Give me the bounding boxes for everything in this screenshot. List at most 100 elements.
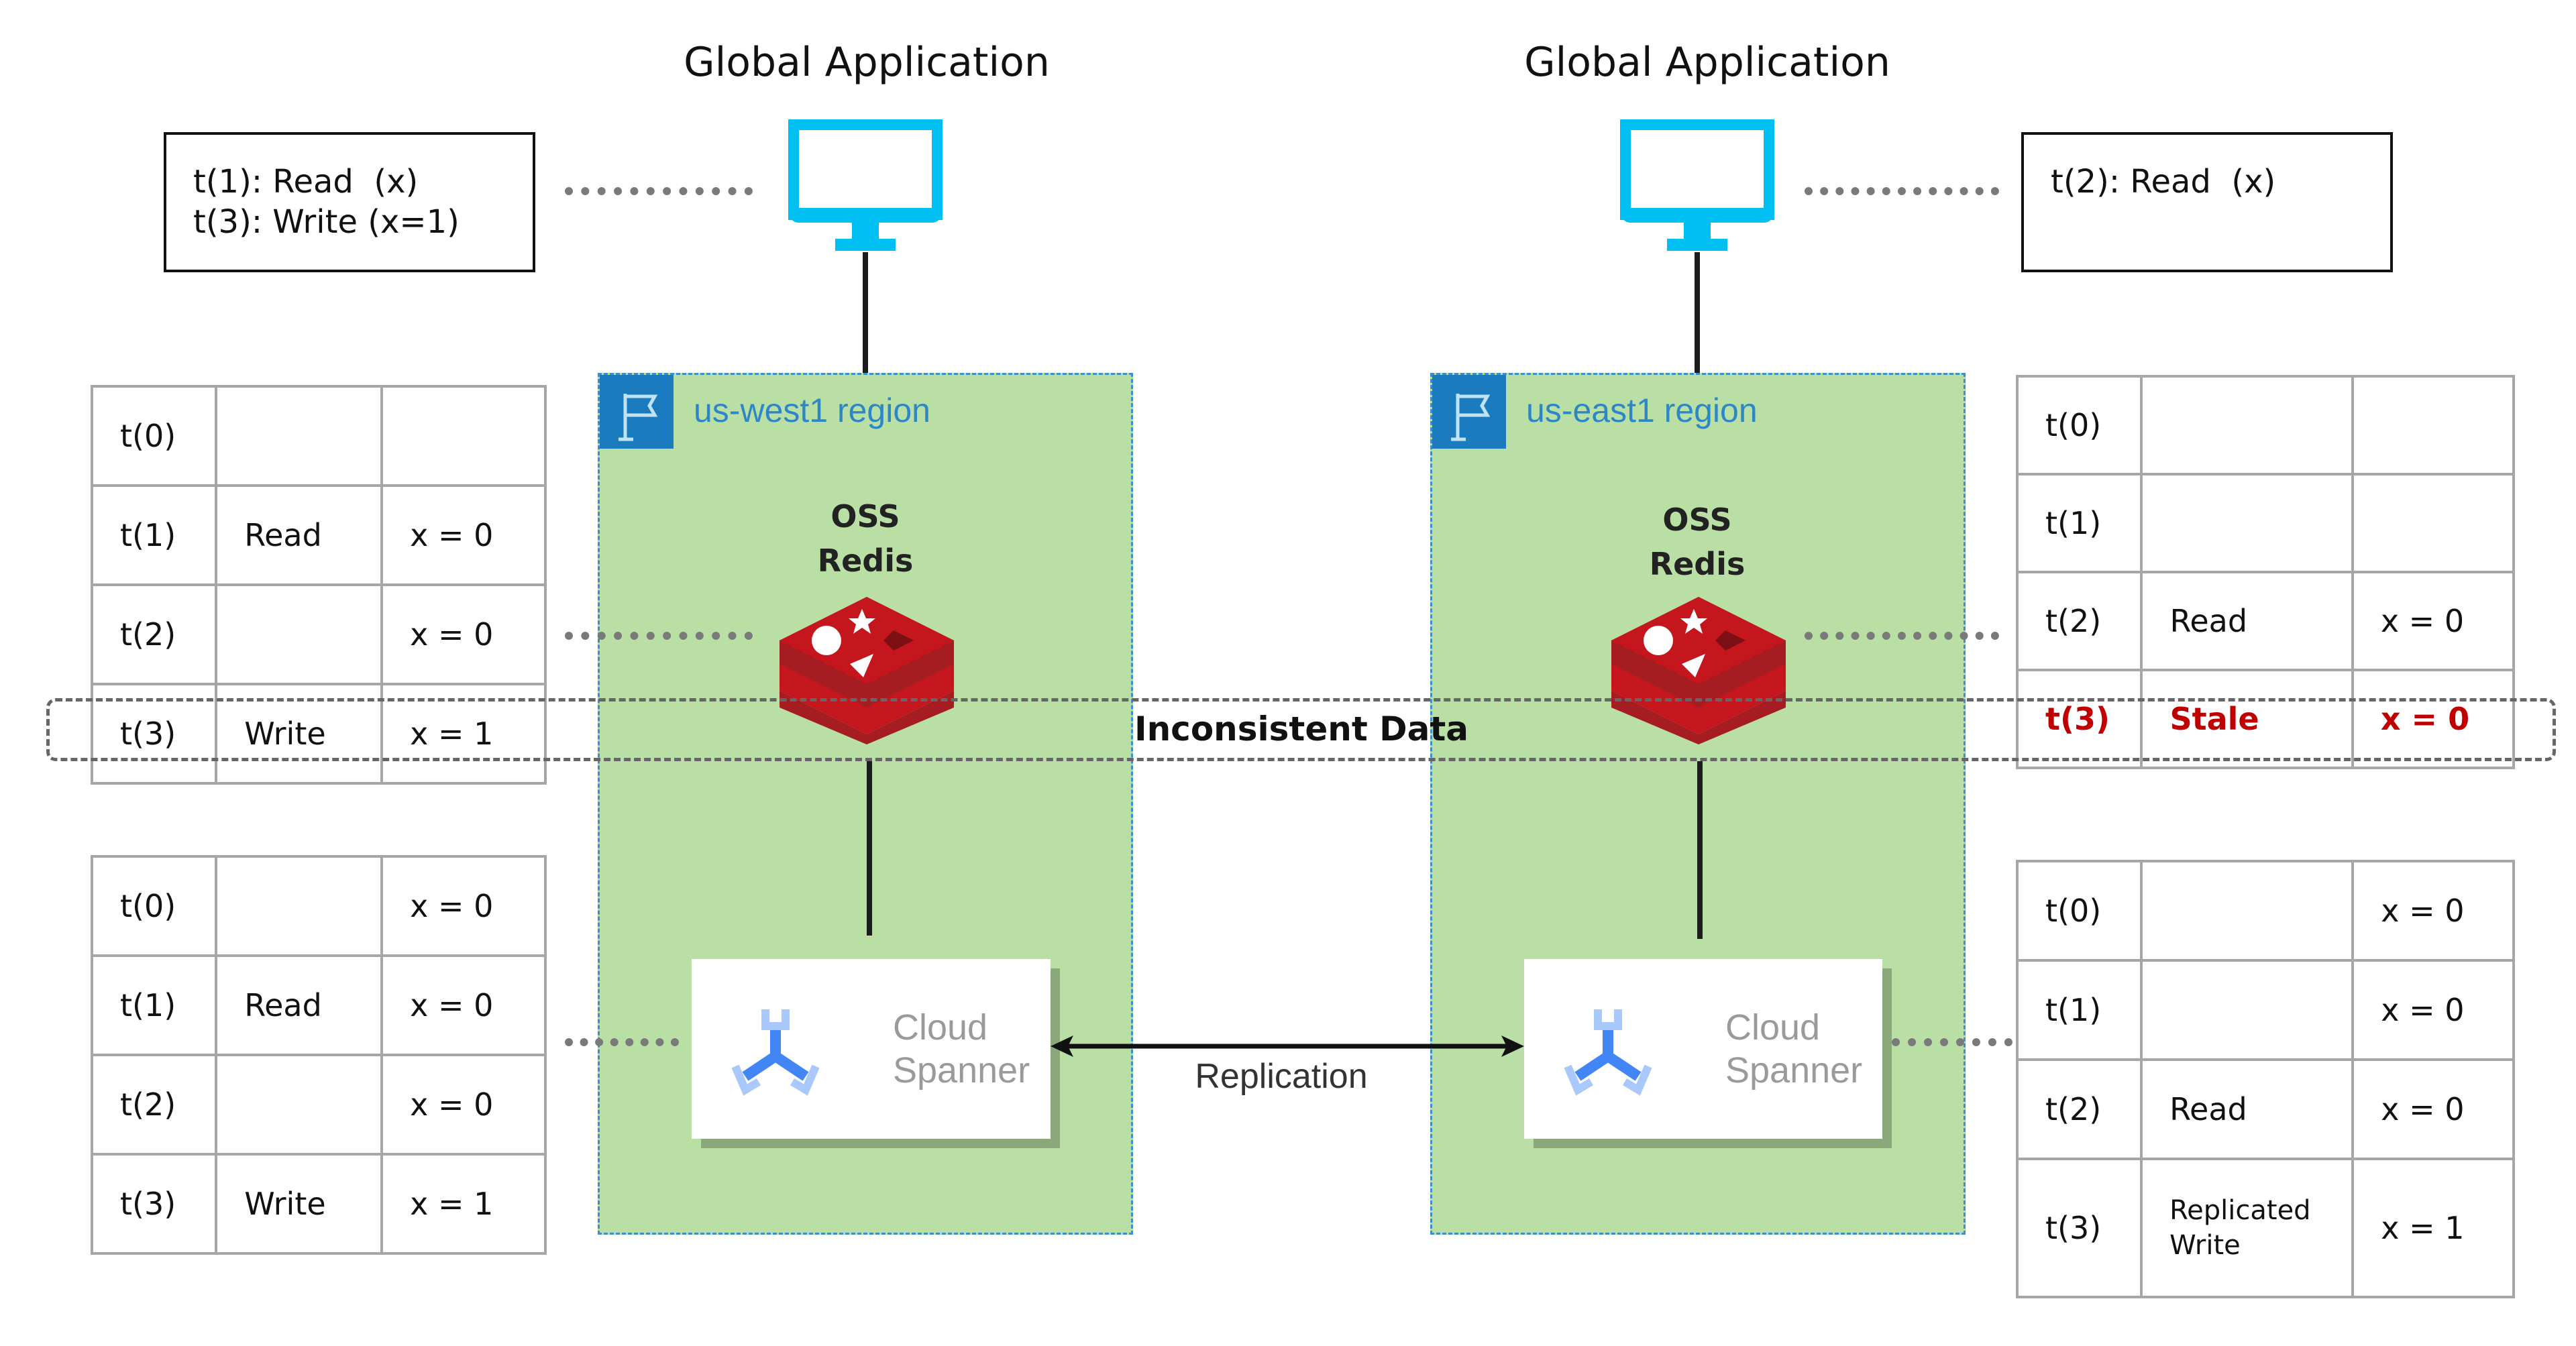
redis-label-line: OSS <box>830 498 900 535</box>
client-ops-note-east: t(2): Read (x) <box>2021 132 2393 272</box>
operation-cell <box>215 855 384 957</box>
table-row: t(2) x = 0 <box>90 583 547 685</box>
redis-label-line: OSS <box>1662 502 1732 538</box>
table-row: t(2) x = 0 <box>90 1054 547 1156</box>
value-cell <box>2351 375 2516 475</box>
note-line: t(1): Read (x) <box>193 163 419 201</box>
spanner-label: Cloud Spanner <box>1725 1006 1862 1092</box>
table-row: t(0) <box>90 385 547 487</box>
spanner-label: Cloud Spanner <box>893 1006 1030 1092</box>
table-row: t(0) x = 0 <box>90 855 547 957</box>
app-title-west: Global Application <box>684 39 1050 86</box>
value-cell: x = 0 <box>380 954 547 1056</box>
spanner-label-line: Spanner <box>1725 1050 1863 1090</box>
time-cell: t(1) <box>90 954 218 1056</box>
operation-cell <box>215 583 384 685</box>
cloud-spanner-west: Cloud Spanner <box>692 959 1051 1139</box>
operation-cell: Read <box>2140 571 2354 671</box>
value-cell <box>380 385 547 487</box>
spanner-icon <box>732 1009 819 1096</box>
time-cell: t(3) <box>2015 669 2143 769</box>
connector-line <box>1697 761 1703 939</box>
app-title-east: Global Application <box>1524 39 1890 86</box>
time-cell: t(2) <box>90 583 218 685</box>
time-cell: t(1) <box>2015 473 2143 573</box>
time-cell: t(1) <box>2015 959 2143 1061</box>
time-cell: t(0) <box>90 855 218 957</box>
value-cell: x = 0 <box>2351 959 2515 1061</box>
operation-cell: Read <box>215 484 384 586</box>
value-cell: x = 0 <box>380 855 547 957</box>
time-cell: t(3) <box>2015 1158 2143 1298</box>
redis-label-west: OSS Redis <box>818 494 914 583</box>
redis-label-line: Redis <box>1649 546 1746 582</box>
value-cell: x = 0 <box>2351 571 2516 671</box>
dotted-connector <box>1805 632 1999 640</box>
value-cell: x = 0 <box>2351 1058 2515 1160</box>
connector-line <box>863 252 868 374</box>
spanner-label-line: Cloud <box>893 1007 988 1048</box>
operation-cell <box>2140 473 2354 573</box>
monitor-icon <box>788 119 943 251</box>
table-row: t(1) <box>2015 473 2516 573</box>
dotted-connector <box>565 187 753 195</box>
table-row: t(0) x = 0 <box>2015 860 2515 962</box>
time-cell: t(1) <box>90 484 218 586</box>
value-cell <box>2351 473 2516 573</box>
time-cell: t(0) <box>2015 860 2143 962</box>
value-cell: x = 0 <box>2351 669 2516 769</box>
value-cell: x = 0 <box>380 1054 547 1156</box>
value-cell: x = 1 <box>2351 1158 2515 1298</box>
operation-cell <box>2140 375 2354 475</box>
redis-icon <box>780 597 954 744</box>
table-row: t(0) <box>2015 375 2516 475</box>
spanner-icon <box>1564 1009 1652 1096</box>
dotted-connector <box>1805 187 1999 195</box>
operation-cell: Stale <box>2140 669 2354 769</box>
spanner-label-line: Cloud <box>1725 1007 1821 1048</box>
cloud-spanner-east: Cloud Spanner <box>1524 959 1882 1139</box>
dotted-connector <box>565 632 753 640</box>
time-cell: t(2) <box>2015 1058 2143 1160</box>
value-cell: x = 0 <box>380 583 547 685</box>
monitor-icon <box>1620 119 1774 251</box>
value-cell: x = 0 <box>380 484 547 586</box>
replication-label: Replication <box>1195 1057 1368 1096</box>
flag-icon <box>1432 375 1506 449</box>
operation-cell <box>2140 959 2355 1061</box>
region-label: us-west1 region <box>694 392 930 429</box>
connector-line <box>1695 252 1700 374</box>
replication-arrow <box>1051 1035 1524 1057</box>
inconsistent-data-band <box>46 698 2556 761</box>
note-line: t(3): Write (x=1) <box>193 203 460 241</box>
operation-cell: Read <box>2140 1058 2355 1160</box>
operation-cell: Write <box>215 1153 384 1255</box>
time-cell: t(2) <box>90 1054 218 1156</box>
redis-label-line: Redis <box>817 543 914 579</box>
redis-icon <box>1611 597 1786 744</box>
dotted-connector <box>1892 1038 2012 1046</box>
time-cell: t(2) <box>2015 571 2143 671</box>
operation-cell <box>215 1054 384 1156</box>
operation-cell <box>2140 860 2355 962</box>
value-cell: x = 0 <box>2351 860 2515 962</box>
spanner-label-line: Spanner <box>893 1050 1030 1090</box>
time-cell: t(0) <box>2015 375 2143 475</box>
dotted-connector <box>565 1038 679 1046</box>
time-cell: t(0) <box>90 385 218 487</box>
flag-icon <box>600 375 674 449</box>
table-row: t(1) x = 0 <box>2015 959 2515 1061</box>
client-ops-note-west: t(1): Read (x) t(3): Write (x=1) <box>164 132 535 272</box>
inconsistent-data-label: Inconsistent Data <box>1134 710 1469 748</box>
time-cell: t(3) <box>90 1153 218 1255</box>
operation-cell: Replicated Write <box>2140 1158 2355 1298</box>
